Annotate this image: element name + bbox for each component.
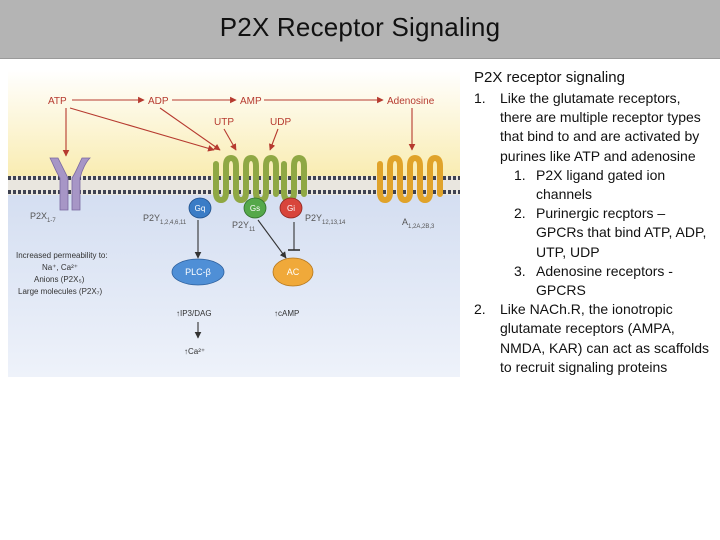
intracellular-region [8, 193, 460, 377]
p2x-receptor [49, 157, 91, 211]
adenylyl-cyclase: AC [272, 257, 314, 287]
subnote-1-1: 1. P2X ligand gated ion channels [500, 166, 714, 204]
note-item-2: 2. Like NACh.R, the ionotropic glutamate… [472, 300, 714, 377]
note-item-2-text: Like NACh.R, the ionotropic glutamate re… [500, 301, 710, 375]
gq-label: Gq [195, 204, 206, 213]
subnote-1-1-number: 1. [514, 166, 526, 183]
purinergic-signaling-diagram: ATP ADP AMP Adenosine UTP UDP P2X1-7 [8, 70, 460, 377]
atp-label: ATP [48, 96, 67, 107]
subnote-1-2-text: Purinergic recptors – GPCRs that bind AT… [536, 205, 707, 260]
gs-label: Gs [250, 204, 260, 213]
permeability-line1: Increased permeability to: [16, 251, 108, 260]
gi-protein: Gi [279, 197, 303, 219]
adenosine-label: Adenosine [387, 96, 435, 107]
notes-panel: P2X receptor signaling 1. Like the gluta… [472, 68, 714, 377]
p2y-mid-label: P2Y11 [232, 220, 256, 233]
p2y-right-label: P2Y12,13,14 [305, 213, 346, 226]
subnote-1-3-number: 3. [514, 262, 526, 279]
ac-label: AC [287, 267, 300, 277]
p2y-left-label: P2Y1,2,4,6,11 [143, 213, 187, 226]
atp-to-p2y-arrow [69, 107, 215, 152]
adp-to-p2y-arrow [159, 107, 221, 151]
ip3-dag-label: ↑IP3/DAG [176, 309, 212, 318]
plc-beta-enzyme: PLC-β [171, 258, 225, 286]
gi-label: Gi [287, 204, 295, 213]
p2x-receptor-label: P2X1-7 [30, 211, 56, 224]
note-item-2-number: 2. [474, 301, 486, 318]
slide-title: P2X Receptor Signaling [219, 12, 501, 42]
notes-list: 1. Like the glutamate receptors, there a… [472, 89, 714, 377]
adp-label: ADP [148, 96, 169, 107]
udp-label: UDP [270, 117, 291, 128]
udp-to-p2y-arrow [269, 128, 279, 151]
adenosine-receptor [377, 154, 443, 204]
plc-label: PLC-β [185, 267, 211, 277]
permeability-line2: Na⁺, Ca²⁺ [42, 263, 78, 272]
gs-protein: Gs [243, 197, 267, 219]
note-item-1-number: 1. [474, 90, 486, 106]
camp-label: ↑cAMP [274, 309, 299, 318]
note-item-1-sublist: 1. P2X ligand gated ion channels 2. Puri… [500, 166, 714, 300]
diagram-canvas: ATP ADP AMP Adenosine UTP UDP P2X1-7 [8, 70, 460, 377]
amp-label: AMP [240, 96, 262, 107]
subnote-1-2: 2. Purinergic recptors – GPCRs that bind… [500, 204, 714, 262]
notes-heading: P2X receptor signaling [474, 69, 625, 86]
permeability-line3: Anions (P2X₅) [34, 275, 85, 284]
gq-protein: Gq [188, 197, 212, 219]
note-item-1-text: Like the glutamate receptors, there are … [500, 90, 701, 164]
adenosine-receptor-label: A1,2A,2B,3 [402, 217, 435, 230]
subnote-1-2-number: 2. [514, 205, 526, 222]
gs-to-ac-arrow [257, 219, 287, 259]
ca-label: ↑Ca²⁺ [184, 347, 205, 356]
subnote-1-1-text: P2X ligand gated ion channels [536, 166, 666, 203]
title-bar: P2X Receptor Signaling [0, 0, 720, 59]
note-item-1: 1. Like the glutamate receptors, there a… [472, 89, 714, 300]
utp-to-p2y-arrow [223, 128, 237, 151]
subnote-1-3: 3. Adenosine receptors - GPCRS [500, 262, 714, 300]
utp-label: UTP [214, 117, 234, 128]
permeability-line4: Large molecules (P2X₇) [18, 287, 102, 296]
permeability-text: Increased permeability to: Na⁺, Ca²⁺ Ani… [16, 251, 108, 296]
subnote-1-3-text: Adenosine receptors - GPCRS [536, 262, 673, 299]
